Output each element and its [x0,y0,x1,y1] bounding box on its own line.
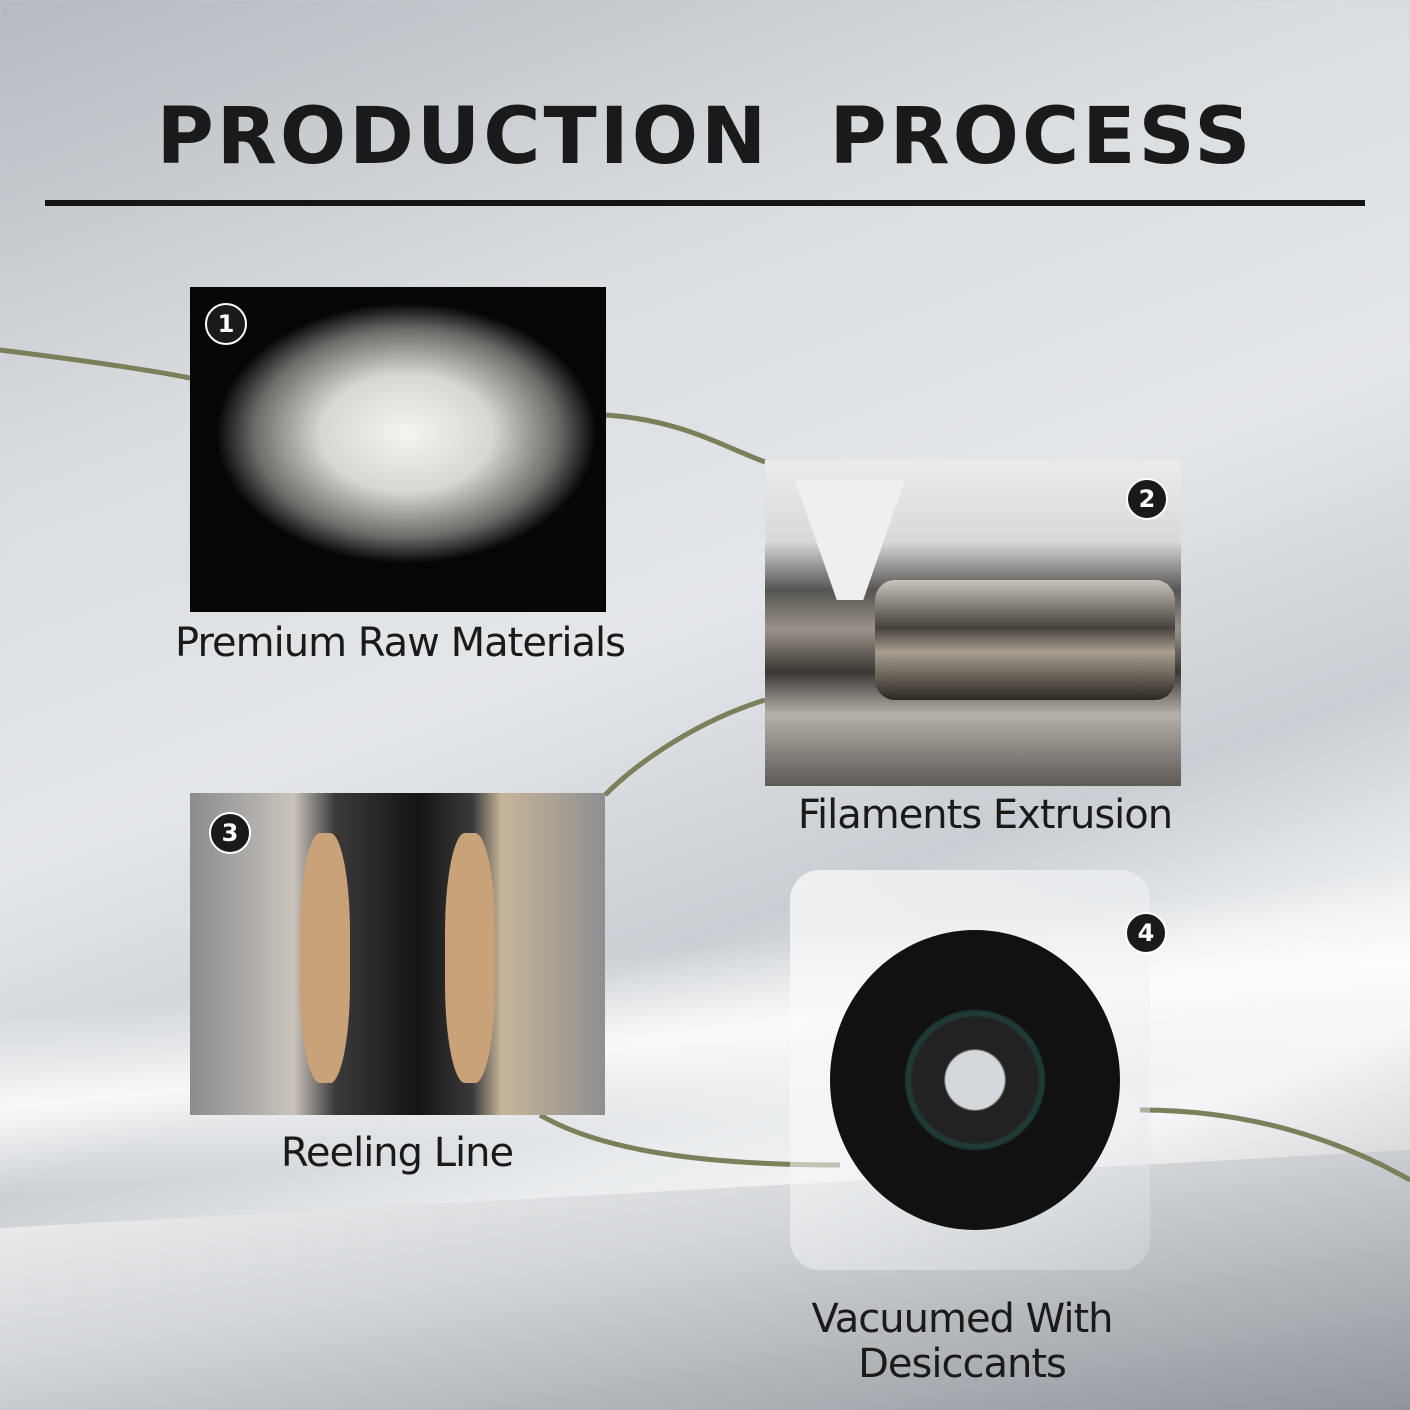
vacuum-packed-spool-photo [790,870,1150,1270]
reeling-line-photo [190,793,605,1115]
extrusion-photo [765,460,1181,786]
step-label-1: Premium Raw Materials [175,620,626,666]
step-badge-4: 4 [1125,912,1167,954]
page-title: PRODUCTION PROCESS [156,92,1254,182]
title-divider [45,200,1365,206]
step-badge-1: 1 [205,303,247,345]
step-label-4-line2: Desiccants [858,1341,1067,1387]
step-badge-2: 2 [1126,478,1168,520]
raw-materials-photo [190,287,606,612]
step-label-2: Filaments Extrusion [797,792,1173,838]
step-badge-3: 3 [209,812,251,854]
step-label-4-line1: Vacuumed With [811,1296,1114,1342]
step-label-3: Reeling Line [280,1130,514,1176]
